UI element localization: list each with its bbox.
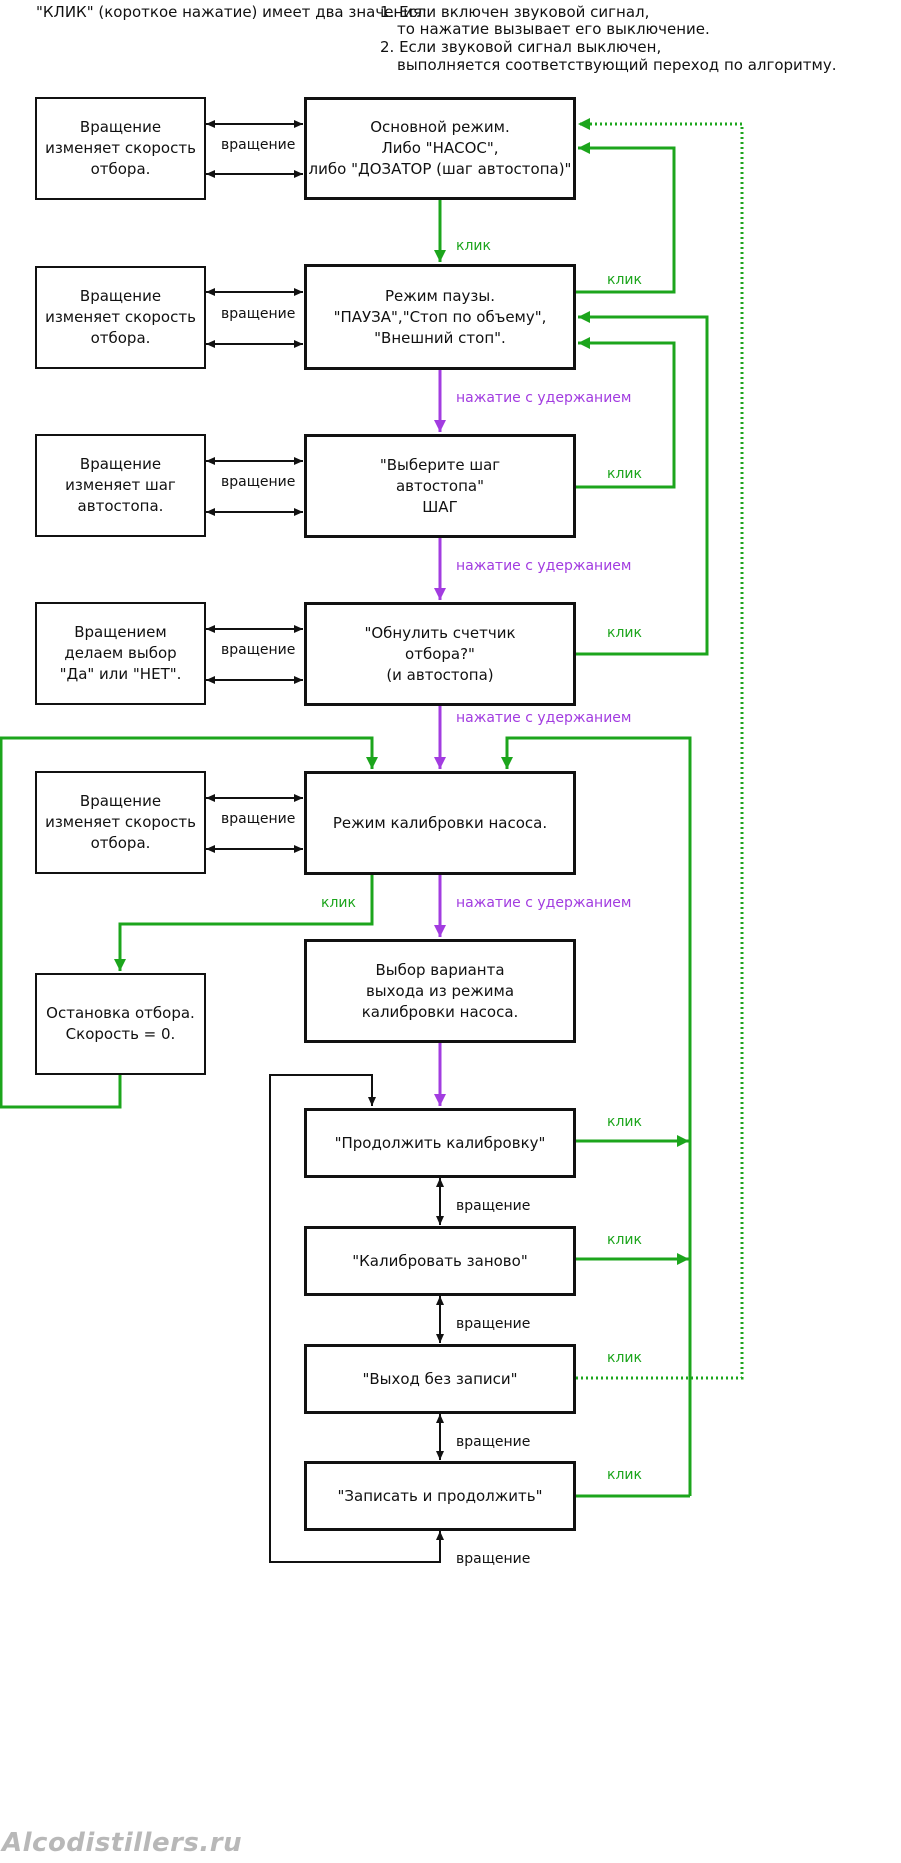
side-box-step: Вращение изменяет шаг автостопа. bbox=[35, 434, 206, 537]
header-rule-1: 1. Если включен звуковой сигнал, bbox=[380, 3, 650, 21]
side-box-yes-no: Вращением делаем выбор "Да" или "НЕТ". bbox=[35, 602, 206, 705]
stop-box: Остановка отбора. Скорость = 0. bbox=[35, 973, 206, 1075]
rotation-label-4: вращение bbox=[221, 642, 296, 658]
click-pause-to-main bbox=[576, 142, 676, 294]
exit-no-save-box: "Выход без записи" bbox=[304, 1344, 576, 1414]
side-box-speed-2: Вращение изменяет скорость отбора. bbox=[35, 266, 206, 369]
header-rule-2: 2. Если звуковой сигнал выключен, bbox=[380, 38, 662, 56]
click-label-pause-to-main: клик bbox=[607, 272, 642, 288]
click-calib-to-stop bbox=[114, 875, 374, 971]
calibration-mode-box: Режим калибровки насоса. bbox=[304, 771, 576, 875]
click-label-recalibrate: клик bbox=[607, 1232, 642, 1248]
click-reset-to-pause bbox=[576, 311, 709, 656]
longpress-label-1: нажатие с удержанием bbox=[456, 390, 632, 406]
rotation-loop-line bbox=[269, 1074, 441, 1563]
click-label-reset-to-pause: клик bbox=[607, 625, 642, 641]
recalibrate-box: "Калибровать заново" bbox=[304, 1226, 576, 1296]
click-stop-to-calib bbox=[0, 736, 378, 1109]
side-box-speed-1: Вращение изменяет скорость отбора. bbox=[35, 97, 206, 200]
reset-counter-box: "Обнулить счетчик отбора?" (и автостопа) bbox=[304, 602, 576, 706]
continue-calibration-box: "Продолжить калибровку" bbox=[304, 1108, 576, 1178]
click-exit-nosave-to-main bbox=[576, 118, 744, 1380]
rotation-label-8: вращение bbox=[456, 1434, 531, 1450]
rotation-label-2: вращение bbox=[221, 306, 296, 322]
watermark-logo: Alcodistillers.ru bbox=[2, 1828, 243, 1858]
header-click-meaning: "КЛИК" (короткое нажатие) имеет два знач… bbox=[36, 3, 428, 21]
click-label-calib-to-stop: клик bbox=[321, 895, 356, 911]
save-continue-box: "Записать и продолжить" bbox=[304, 1461, 576, 1531]
rotation-label-7: вращение bbox=[456, 1316, 531, 1332]
click-label-exit-nosave: клик bbox=[607, 1350, 642, 1366]
longpress-label-4: нажатие с удержанием bbox=[456, 895, 632, 911]
click-save-to-calib bbox=[501, 736, 692, 1496]
exit-choice-box: Выбор варианта выхода из режима калибров… bbox=[304, 939, 576, 1043]
rotation-label-6: вращение bbox=[456, 1198, 531, 1214]
pause-mode-box: Режим паузы. "ПАУЗА","Стоп по объему", "… bbox=[304, 264, 576, 370]
click-label-save: клик bbox=[607, 1467, 642, 1483]
click-label-main-to-pause: клик bbox=[456, 238, 491, 254]
longpress-label-3: нажатие с удержанием bbox=[456, 710, 632, 726]
header-rule-2-detail: выполняется соответствующий переход по а… bbox=[397, 56, 837, 74]
side-box-speed-3: Вращение изменяет скорость отбора. bbox=[35, 771, 206, 874]
click-step-to-pause bbox=[576, 337, 676, 489]
rotation-label-9: вращение bbox=[456, 1551, 531, 1567]
choose-step-box: "Выберите шаг автостопа" ШАГ bbox=[304, 434, 576, 538]
header-rule-1-detail: то нажатие вызывает его выключение. bbox=[397, 20, 710, 38]
main-mode-box: Основной режим. Либо "НАСОС", либо "ДОЗА… bbox=[304, 97, 576, 200]
longpress-label-2: нажатие с удержанием bbox=[456, 558, 632, 574]
rotation-label-3: вращение bbox=[221, 474, 296, 490]
click-label-step-to-pause: клик bbox=[607, 466, 642, 482]
rotation-label-5: вращение bbox=[221, 811, 296, 827]
click-label-continue: клик bbox=[607, 1114, 642, 1130]
rotation-label-1: вращение bbox=[221, 137, 296, 153]
